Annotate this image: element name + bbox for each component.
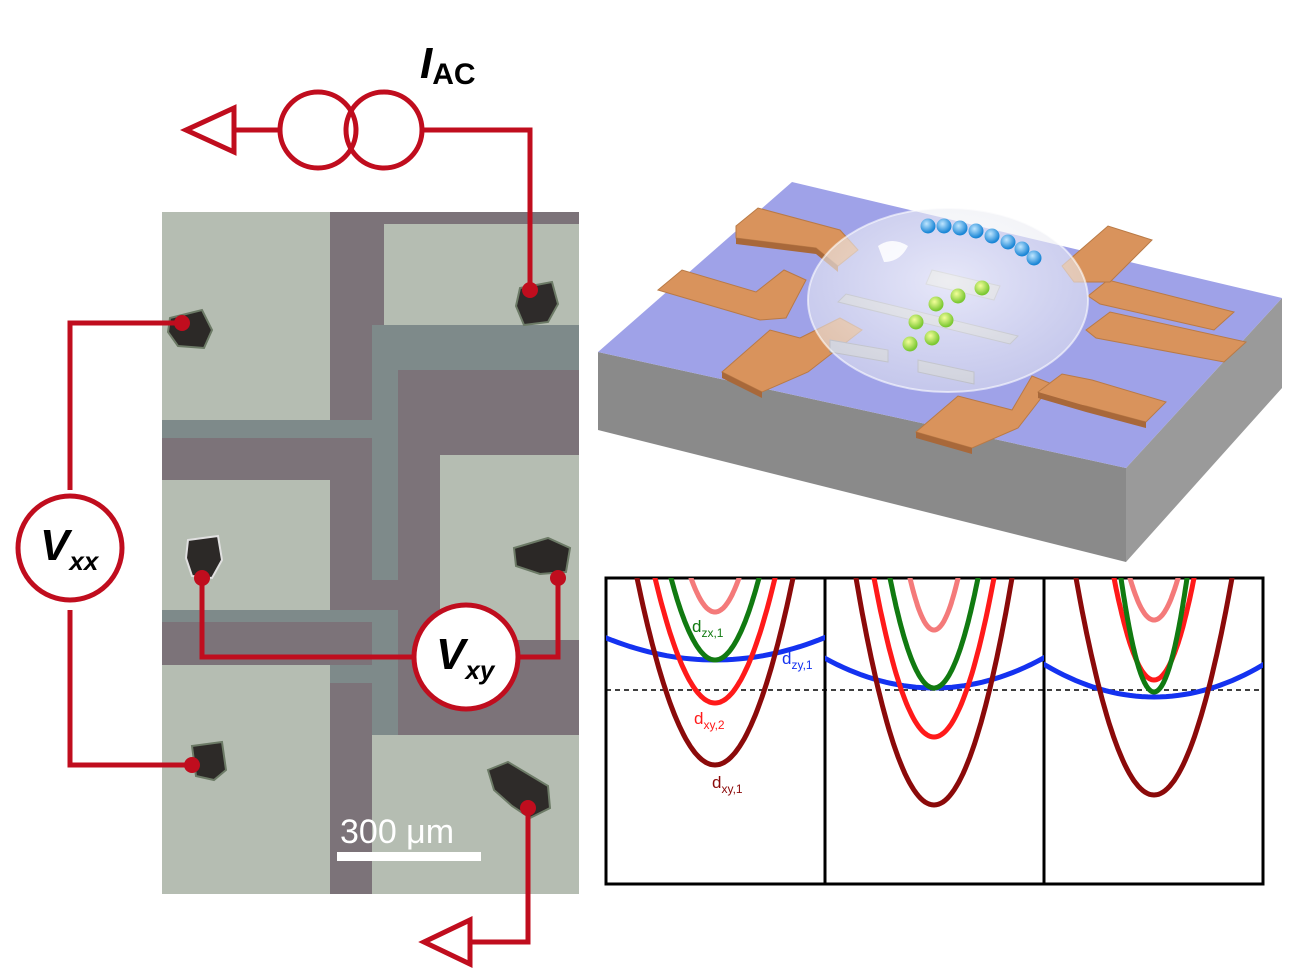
band-dxy2 [871,578,997,740]
band-dxy1 [1073,578,1235,798]
band-dxy3 [688,578,742,615]
band-panel-1 [606,578,825,768]
ground-arrow-top [179,104,237,156]
band-dxy1 [853,578,1015,808]
device-schematic [598,182,1282,562]
label-dzx1: dzx,1 [692,617,724,640]
label-dzy1: dzy,1 [782,649,813,672]
hall-bar-tracks [162,212,579,894]
cation-cluster [902,280,990,352]
band-panel-2 [825,578,1044,808]
anion-row [920,218,1042,266]
current-source-label: IAC [420,39,476,91]
scale-bar [337,852,481,861]
vxy-voltmeter: Vxy [411,602,521,712]
band-panel-3 [1044,578,1263,798]
band-dxy3 [907,578,961,633]
electrolyte-droplet [807,207,1089,393]
micrograph-image [162,212,579,894]
substrate-side-right [1126,298,1282,562]
band-structure-panels [604,576,1265,886]
ground-arrow-bottom [418,916,473,968]
svg-text:Vxx: Vxx [40,521,100,576]
band-dzx1 [1118,578,1190,695]
current-source-symbol [277,89,425,171]
label-dxy1: dxy,1 [712,773,743,796]
vxx-voltmeter: Vxx [15,493,125,603]
wire-bond-mid-left [184,534,224,580]
band-dzx1 [668,578,762,663]
label-dxy2: dxy,2 [694,709,725,732]
band-dxy3 [1127,578,1181,623]
contact-dots [174,282,566,816]
wire-bond-mid-right [512,536,572,576]
circuit-wires [67,127,561,945]
band-dzy1 [1044,661,1263,700]
svg-text:Vxy: Vxy [436,630,496,685]
band-dxy1 [634,578,796,768]
band-dxy2 [1111,578,1197,683]
scale-bar-label: 300 μm [340,813,454,851]
substrate-side-front [598,352,1126,562]
band-dzx1 [887,578,981,691]
band-dxy2 [652,578,778,706]
